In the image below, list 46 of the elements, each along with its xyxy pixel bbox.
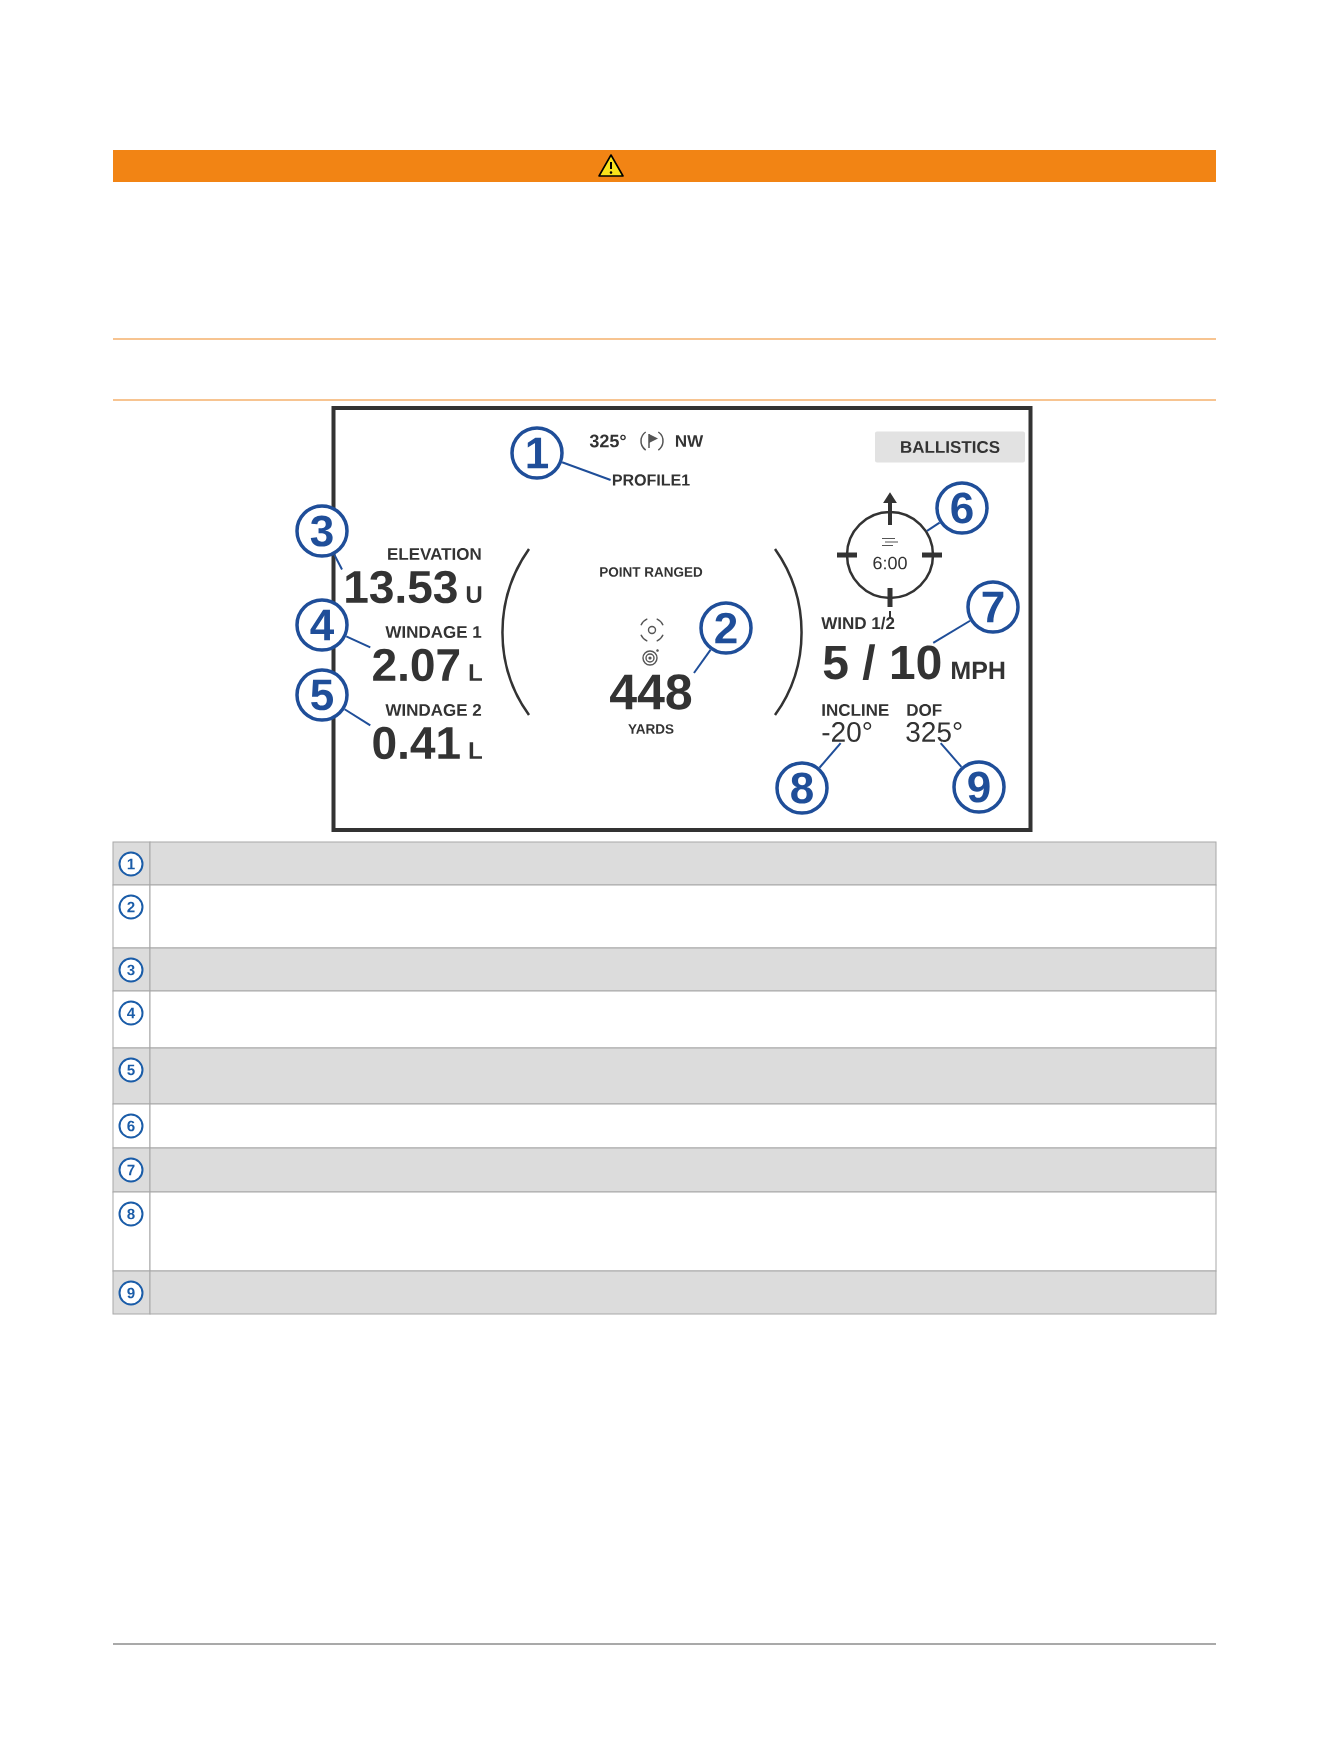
readout-value: 13.53 U	[346, 570, 482, 604]
readout-value: 0.41 L	[373, 726, 482, 760]
callout-number: 2	[699, 601, 753, 655]
callout-number: 8	[775, 761, 829, 815]
mode-badge: BALLISTICS	[875, 431, 1025, 463]
wind-speed-value: 5 / 10 MPH	[823, 644, 1005, 680]
callout-number: 7	[966, 580, 1020, 634]
leader-line	[693, 648, 712, 675]
callout-number: 3	[118, 957, 144, 983]
callout-number: 5	[295, 668, 349, 722]
callout-number: 8	[118, 1201, 144, 1227]
leader-line	[345, 635, 372, 649]
field-label: INCLINE	[822, 704, 889, 717]
callout-number: 5	[118, 1057, 144, 1083]
incline-value: -20°	[822, 722, 872, 742]
direction-value: 325°	[906, 722, 962, 742]
leader-line	[932, 619, 972, 644]
direction-label: NW	[675, 435, 704, 447]
callout-number: 9	[952, 760, 1006, 814]
leader-line	[939, 742, 963, 768]
range-value: 448	[610, 674, 692, 710]
callout-number: 6	[935, 481, 989, 535]
field-label: WINDAGE 2	[385, 704, 482, 717]
field-label: POINT RANGED	[600, 567, 703, 577]
callout-number: 1	[510, 426, 564, 480]
wind-direction-value: 6:00	[873, 556, 907, 570]
callout-number: 2	[118, 894, 144, 920]
field-label: DOF	[907, 704, 942, 717]
field-label: ELEVATION	[388, 548, 481, 561]
unit-label: YARDS	[628, 724, 674, 734]
field-label: WIND 1/2	[821, 616, 895, 630]
callout-number: 6	[118, 1113, 144, 1139]
profile-name: PROFILE1	[612, 474, 690, 486]
bearing-value: 325°	[589, 434, 626, 448]
leader-line	[926, 521, 941, 532]
callout-number: 3	[295, 504, 349, 558]
leader-line	[818, 742, 842, 769]
callout-number: 4	[118, 1000, 144, 1026]
leader-line	[343, 708, 372, 727]
callout-number: 1	[118, 851, 144, 877]
readout-value: 2.07 L	[373, 648, 482, 682]
leader-line	[561, 461, 612, 481]
leader-line	[333, 553, 343, 571]
field-label: WINDAGE 1	[385, 626, 482, 639]
callout-number: 7	[118, 1157, 144, 1183]
callout-number: 9	[118, 1280, 144, 1306]
